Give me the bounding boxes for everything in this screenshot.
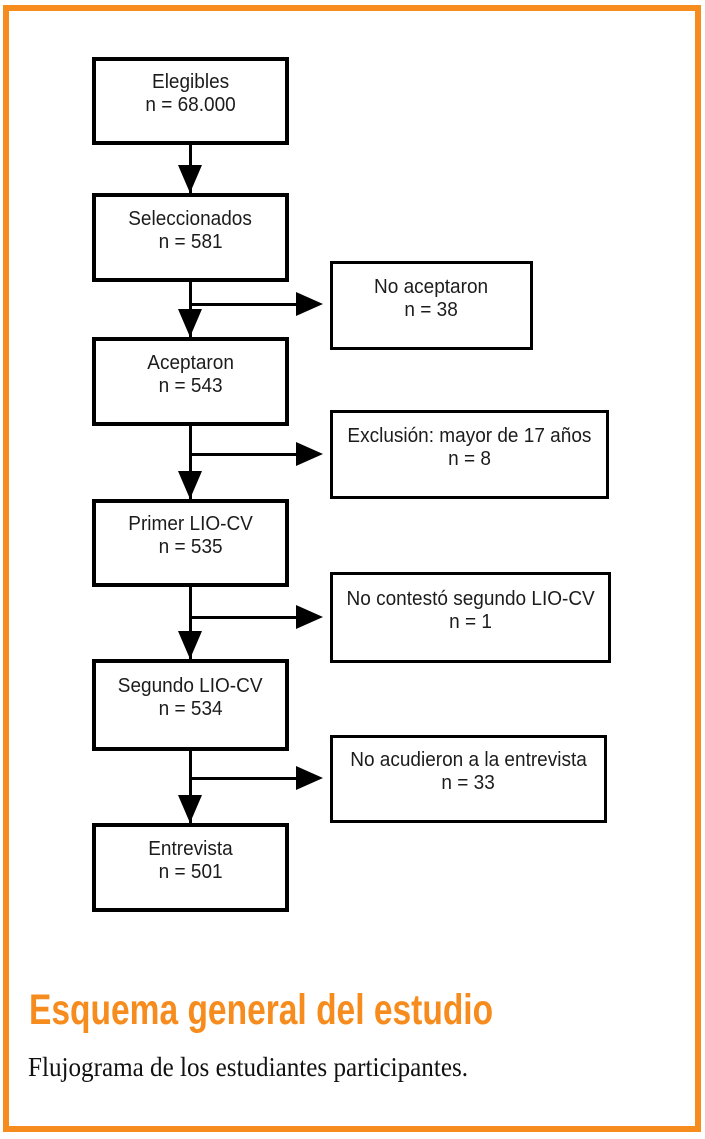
connector-line xyxy=(189,751,192,823)
right-arrowhead-icon xyxy=(296,292,323,316)
node-count: n = 534 xyxy=(158,698,223,720)
node-count: n = 581 xyxy=(158,230,223,253)
node-no-acudieron-entrevista: No acudieron a la entrevista n = 33 xyxy=(330,735,607,823)
node-primer-lio-cv: Primer LIO-CV n = 535 xyxy=(92,499,289,587)
node-label: No contestó segundo LIO-CV xyxy=(346,587,595,610)
down-arrowhead-icon xyxy=(178,471,202,499)
branch-line xyxy=(190,616,297,619)
node-label: No aceptaron xyxy=(374,275,489,298)
node-label: Seleccionados xyxy=(128,207,253,230)
node-aceptaron: Aceptaron n = 543 xyxy=(92,337,289,426)
down-arrowhead-icon xyxy=(178,309,202,337)
node-count: n = 8 xyxy=(448,447,491,470)
figure-border-frame xyxy=(3,5,701,1132)
node-exclusion-mayor-17: Exclusión: mayor de 17 años n = 8 xyxy=(330,410,609,499)
node-seleccionados: Seleccionados n = 581 xyxy=(92,193,289,282)
branch-line xyxy=(190,777,297,780)
right-arrowhead-icon xyxy=(296,605,323,629)
node-segundo-lio-cv: Segundo LIO-CV n = 534 xyxy=(92,659,289,751)
node-label: Segundo LIO-CV xyxy=(118,675,263,697)
branch-line xyxy=(190,303,297,306)
branch-line xyxy=(190,453,297,456)
node-count: n = 543 xyxy=(158,374,223,397)
node-label: Elegibles xyxy=(151,71,230,93)
connector-line xyxy=(189,426,192,499)
node-label: Aceptaron xyxy=(147,351,234,374)
node-count: n = 68.000 xyxy=(145,94,236,116)
down-arrowhead-icon xyxy=(178,631,202,659)
connector-line xyxy=(189,587,192,659)
node-no-aceptaron: No aceptaron n = 38 xyxy=(330,261,533,350)
node-label: Primer LIO-CV xyxy=(128,513,253,535)
figure-caption: Flujograma de los estudiantes participan… xyxy=(28,1052,469,1082)
down-arrowhead-icon xyxy=(178,165,202,193)
node-entrevista: Entrevista n = 501 xyxy=(92,823,289,912)
node-label: Entrevista xyxy=(148,837,233,860)
right-arrowhead-icon xyxy=(296,442,323,466)
node-no-contesto-segundo: No contestó segundo LIO-CV n = 1 xyxy=(330,572,611,663)
right-arrowhead-icon xyxy=(296,766,323,790)
node-count: n = 535 xyxy=(158,536,223,558)
node-count: n = 501 xyxy=(158,860,223,883)
down-arrowhead-icon xyxy=(178,795,202,823)
node-elegibles: Elegibles n = 68.000 xyxy=(92,57,289,145)
node-count: n = 38 xyxy=(404,298,459,321)
node-label: No acudieron a la entrevista xyxy=(350,749,587,771)
node-count: n = 33 xyxy=(441,772,496,794)
figure-title: Esquema general del estudio xyxy=(29,986,494,1034)
node-count: n = 1 xyxy=(449,610,492,633)
node-label: Exclusión: mayor de 17 años xyxy=(347,424,592,447)
